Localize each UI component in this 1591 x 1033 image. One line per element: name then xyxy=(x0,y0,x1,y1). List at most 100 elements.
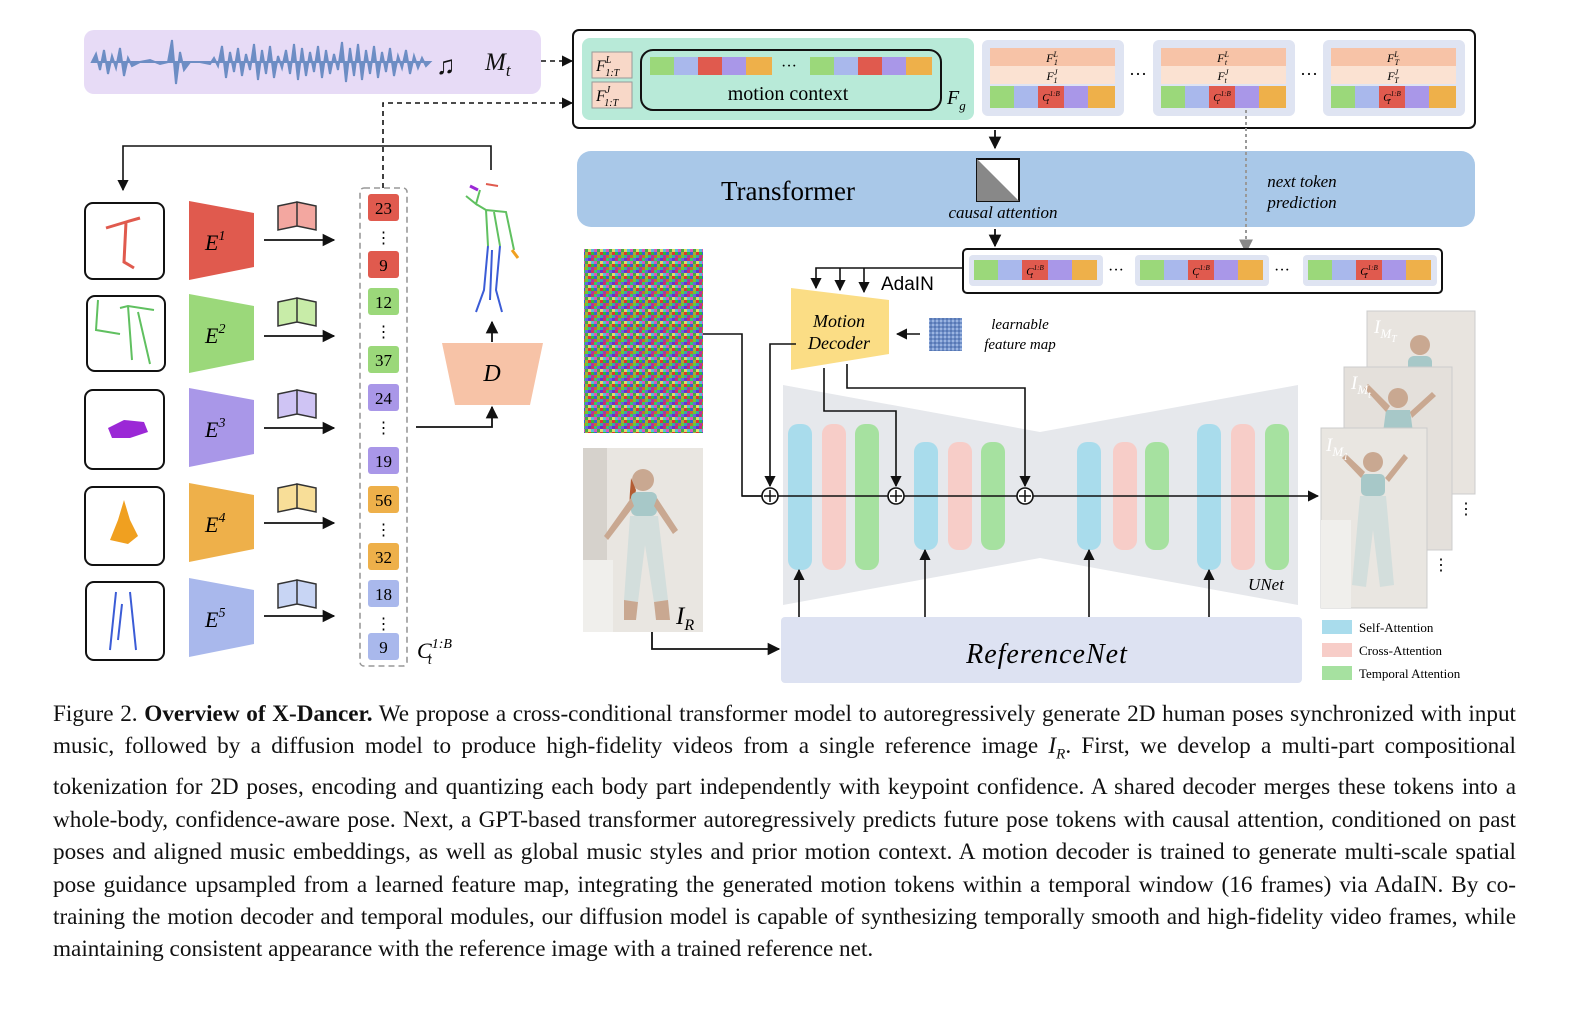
svg-text:C1:BT: C1:BT xyxy=(1360,264,1378,280)
svg-text:C1:B1: C1:B1 xyxy=(1026,264,1044,280)
referencenet-background xyxy=(781,617,1302,683)
codebook-icon-3 xyxy=(277,389,317,419)
transformer-background xyxy=(577,151,1475,227)
caption-text-1: We propose a cross-conditional transform… xyxy=(53,701,1517,760)
encoder-1-label: E1 xyxy=(204,229,225,255)
frames-ellipsis-1: ··· xyxy=(1129,64,1147,84)
tokens-to-features-arrow xyxy=(382,97,574,188)
encoder-2 xyxy=(189,294,254,373)
context-token-strip-1 xyxy=(650,57,772,75)
guidance-arrow-2 xyxy=(823,368,902,488)
caption-figure-number: Figure 2. xyxy=(53,701,138,727)
music-input: ♫ Mt xyxy=(84,30,541,94)
reference-label: IR xyxy=(675,603,694,634)
svg-text:FL1: FL1 xyxy=(1045,50,1058,67)
token-cell xyxy=(368,447,399,474)
unet-temporal-attn-1 xyxy=(855,424,879,570)
encoder-3 xyxy=(189,388,254,467)
decoder-D: D xyxy=(442,343,543,405)
codebook-icon-1 xyxy=(277,201,317,231)
guidance-arrow-1 xyxy=(764,343,796,488)
token-cell xyxy=(368,288,399,315)
caption-title: Overview of X-Dancer. xyxy=(144,701,373,727)
referencenet-block: ReferenceNet xyxy=(781,617,1302,683)
reference-image: IR xyxy=(583,448,703,634)
motion-decoder-label-1: Motion xyxy=(812,311,865,331)
caption-text-2: . First, we develop a multi-part composi… xyxy=(53,733,1516,963)
frames-dots-1: ⋮ xyxy=(1458,501,1474,518)
unet-self-attn-1 xyxy=(788,424,812,570)
encoder-4 xyxy=(189,483,254,562)
legend-swatch-self xyxy=(1322,620,1352,634)
noise-latent-image xyxy=(584,249,703,433)
pose-to-parts-arrow xyxy=(117,145,492,192)
learnable-label-2: feature map xyxy=(984,337,1056,353)
encoder-2-label: E2 xyxy=(204,322,225,348)
token-value: 12 xyxy=(375,293,392,312)
legend-label-temporal: Temporal Attention xyxy=(1359,666,1461,681)
adain-arrow-1 xyxy=(810,267,963,290)
unet-cross-attn-1 xyxy=(822,424,846,570)
token-cell xyxy=(368,486,399,513)
token-cell xyxy=(368,194,399,221)
svg-text:IM1: IM1 xyxy=(1325,435,1348,463)
codebook-icon-2 xyxy=(277,297,317,327)
codebook-icon-4 xyxy=(277,483,317,513)
token-value: 24 xyxy=(375,389,393,408)
fg-label: Fg xyxy=(946,87,966,113)
tokens-to-decoder-arrow xyxy=(416,405,499,428)
encoders: E1 E2 E3 E4 E5 xyxy=(189,201,254,657)
music-notes-icon: ♫ xyxy=(436,51,456,80)
encoder-1 xyxy=(189,201,254,280)
unet-temporal-attn-4 xyxy=(1265,424,1289,570)
svg-text:C1:BT: C1:BT xyxy=(1383,90,1401,106)
torso-skeleton-icon xyxy=(94,299,155,365)
causal-mask-triangle xyxy=(977,159,1019,201)
legend: Self-Attention Cross-Attention Temporal … xyxy=(1322,620,1461,681)
svg-text:FLT: FLT xyxy=(1386,50,1400,67)
token-ellipsis: ⋮ xyxy=(376,522,392,539)
token-column-border xyxy=(359,187,408,667)
unet-cross-attn-4 xyxy=(1231,424,1255,570)
token-cell xyxy=(368,543,399,570)
token-cell xyxy=(368,384,399,411)
output-ellipsis-2: ··· xyxy=(1274,262,1290,279)
token-value: 9 xyxy=(379,638,388,657)
encoder-5-label: E5 xyxy=(204,606,225,632)
causal-attention-label: causal attention xyxy=(948,203,1057,222)
add-node-1 xyxy=(761,487,779,505)
learnable-label-1: learnable xyxy=(991,317,1049,333)
svg-text:IMT: IMT xyxy=(1373,317,1398,345)
legend-swatch-cross xyxy=(1322,643,1352,657)
svg-text:C1:B1: C1:B1 xyxy=(1042,90,1060,106)
left-hand-blob-icon xyxy=(108,420,148,438)
guidance-arrow-3 xyxy=(846,364,1031,488)
token-value: 32 xyxy=(375,548,392,567)
token-value: 23 xyxy=(375,199,392,218)
transformer-label: Transformer xyxy=(721,176,855,206)
transformer-block: Transformer causal attention next token … xyxy=(577,151,1475,227)
add-node-2 xyxy=(887,487,905,505)
unet-block: UNet xyxy=(783,385,1298,605)
decoded-pose-icon xyxy=(465,183,520,313)
referencenet-label: ReferenceNet xyxy=(965,639,1128,670)
token-value: 18 xyxy=(375,585,392,604)
token-value: 37 xyxy=(375,351,393,370)
svg-text:FJT: FJT xyxy=(1386,68,1399,85)
motion-decoder: Motion Decoder xyxy=(791,288,889,370)
token-ellipsis: ⋮ xyxy=(376,420,392,437)
encoder-3-label: E3 xyxy=(204,416,225,442)
unet-self-attn-4 xyxy=(1197,424,1221,570)
legend-swatch-temporal xyxy=(1322,666,1352,680)
